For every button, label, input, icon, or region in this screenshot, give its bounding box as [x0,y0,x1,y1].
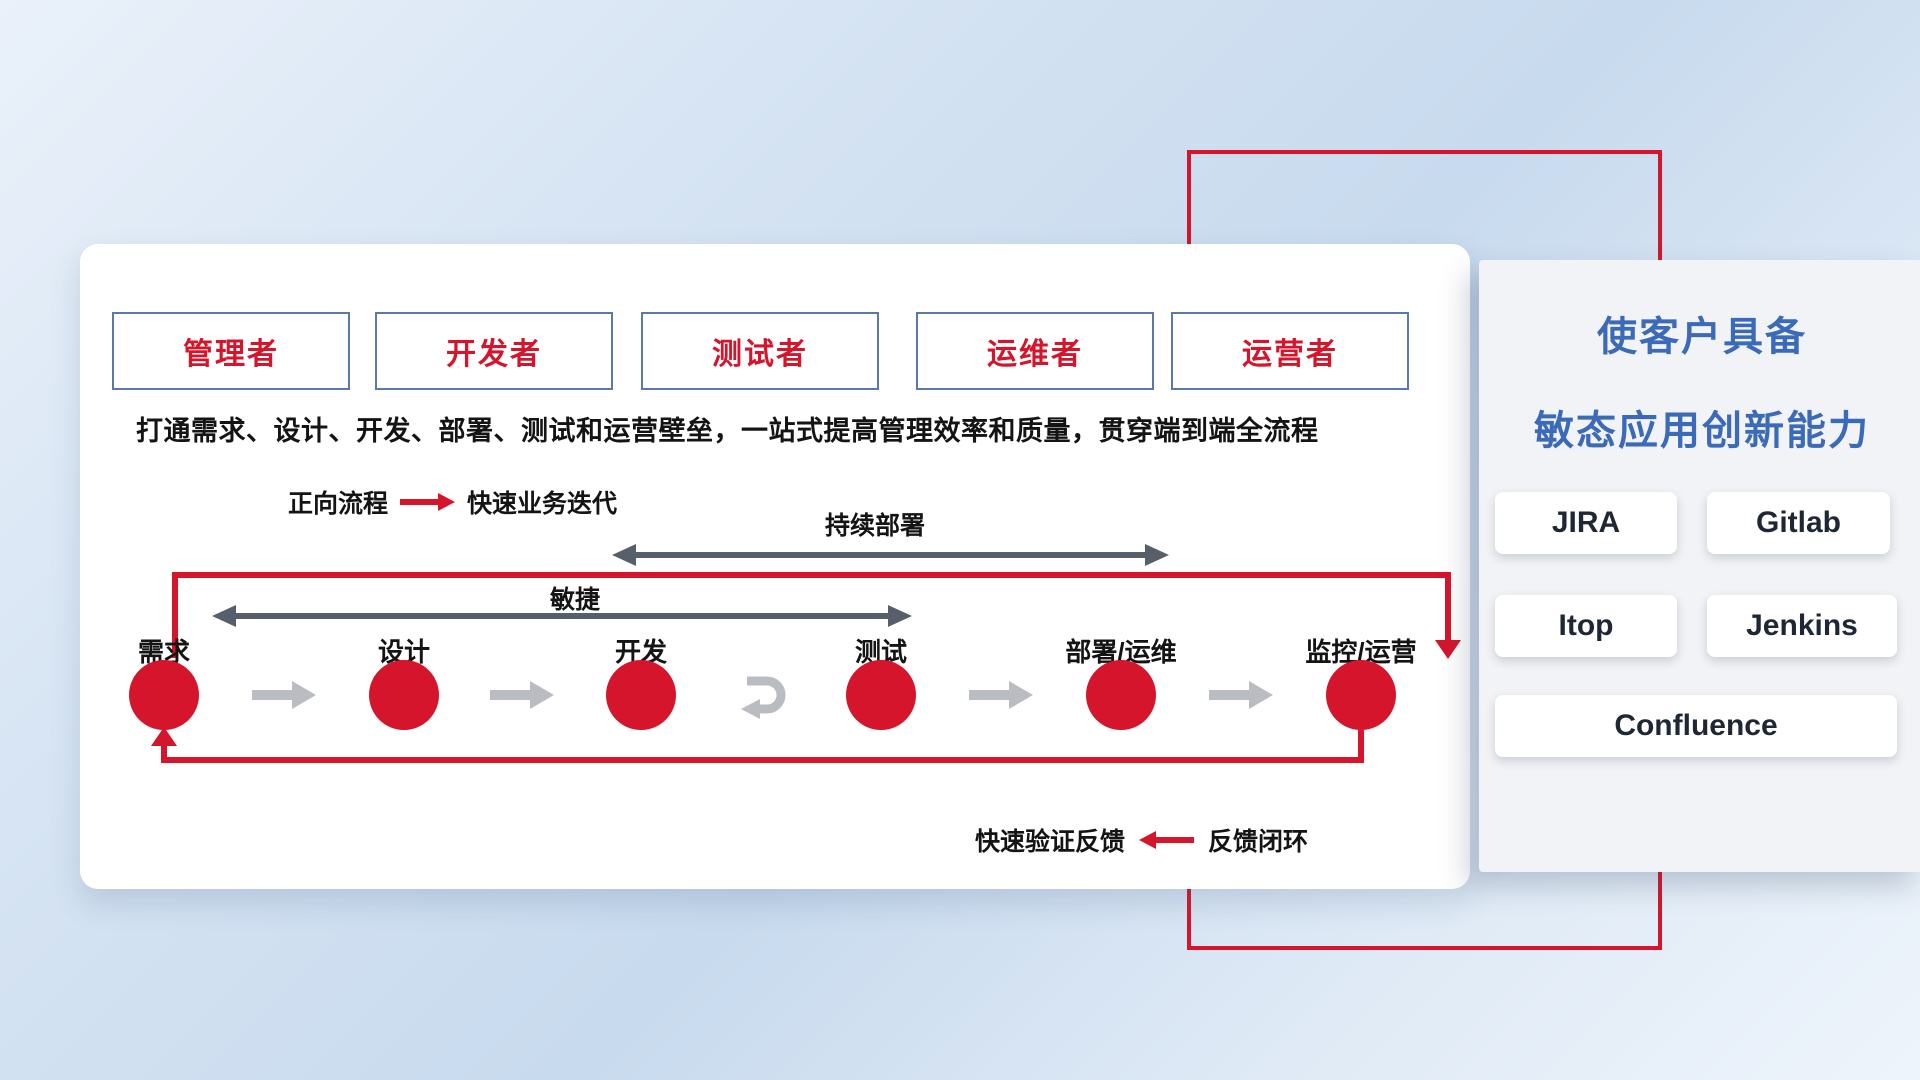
legend-feedback-label: 反馈闭环 [1208,828,1309,856]
feedback-arrow-icon [1139,831,1195,849]
legend-forward-desc: 快速业务迭代 [467,490,618,518]
card-title-line2: 敏态应用创新能力 [1534,409,1870,453]
legend-forward-label: 正向流程 [288,490,389,518]
tool-badge-jenkins: Jenkins [1707,595,1897,657]
role-label: 开发者 [446,338,542,371]
role-box-developer: 开发者 [375,312,613,390]
stage-circle-requirements [129,660,199,730]
flow-arrow-icon [1209,681,1273,709]
tool-badge-confluence: Confluence [1495,695,1897,757]
legend-feedback: 快速验证反馈 反馈闭环 [975,822,1308,858]
card-title-line1: 使客户具备 [1597,315,1807,359]
role-box-operations: 运维者 [916,312,1154,390]
panel-description: 打通需求、设计、开发、部署、测试和运营壁垒，一站式提高管理效率和质量，贯穿端到端… [136,416,1319,446]
devops-flow-panel: 管理者 开发者 测试者 运维者 运营者 打通需求、设计、开发、部署、测试和运营壁… [80,244,1470,889]
continuous-deployment-label: 持续部署 [824,512,925,540]
flow-arrow-icon [969,681,1033,709]
role-label: 运营者 [1242,338,1338,371]
legend-feedback-desc: 快速验证反馈 [975,828,1126,856]
stage-circle-design [369,660,439,730]
customer-capability-card: 使客户具备 敏态应用创新能力 JIRA Gitlab Itop Jenkins … [1479,260,1920,872]
iteration-uturn-arrow-icon [741,676,786,719]
role-box-tester: 测试者 [641,312,879,390]
role-box-manager: 管理者 [112,312,350,390]
tool-badge-itop: Itop [1495,595,1677,657]
tool-badge-gitlab: Gitlab [1707,492,1890,554]
role-label: 测试者 [712,338,808,371]
continuous-deployment-arrow-icon [612,544,1169,566]
role-label: 运维者 [987,338,1083,371]
tool-badge-jira: JIRA [1495,492,1677,554]
stage-circle-development [606,660,676,730]
flow-arrow-icon [252,681,316,709]
stage-circle-deploy-ops [1086,660,1156,730]
agile-arrow-icon [212,605,912,627]
flow-arrow-icon [490,681,554,709]
stage-circle-testing [846,660,916,730]
role-label: 管理者 [183,338,279,371]
role-box-operator: 运营者 [1171,312,1409,390]
stage-circle-monitor-ops [1326,660,1396,730]
legend-forward: 正向流程 快速业务迭代 [288,484,617,520]
forward-arrow-icon [400,493,456,511]
